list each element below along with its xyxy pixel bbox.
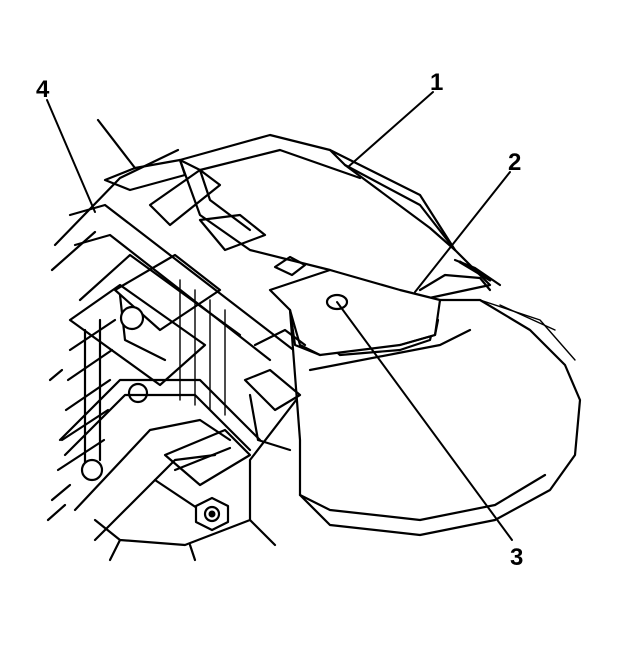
leader-line-3 (336, 301, 513, 541)
callout-3: 3 (510, 544, 523, 571)
leader-line-2 (414, 171, 511, 293)
leader-lines (46, 91, 513, 541)
callout-2: 2 (508, 149, 521, 176)
trim-plate (268, 268, 442, 357)
callouts: 1 2 3 4 (36, 69, 523, 571)
steering-column-assembly (46, 118, 302, 562)
connector-bracket (243, 328, 307, 452)
retaining-tab (418, 258, 502, 292)
leader-line-1 (347, 91, 434, 168)
upper-trim-cover (103, 133, 492, 302)
lower-shroud (288, 298, 582, 537)
callout-1: 1 (430, 69, 443, 96)
leader-line-4 (46, 99, 96, 213)
callout-4: 4 (36, 76, 50, 103)
